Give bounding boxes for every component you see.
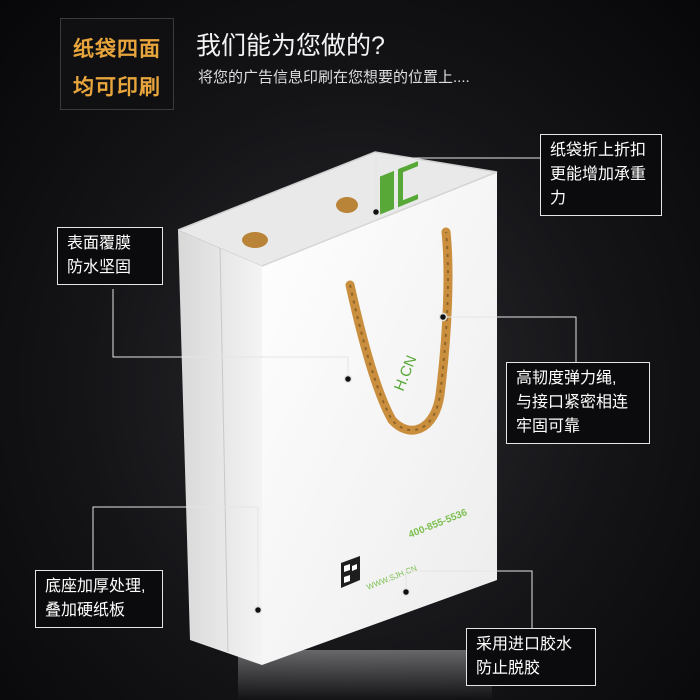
callout-connectors [92,157,577,628]
callout-dots [253,207,448,615]
headline: 我们能为您做的? [196,32,385,60]
bag-qr-code [341,556,360,588]
callout-rope-line: 与接口紧密相连 [516,394,629,411]
floor-reflection [238,650,492,700]
callout-glue-line: 采用进口胶水 [476,636,573,653]
callout-rope: 高韧度弹力绳, 与接口紧密相连 牢固可靠 [506,362,650,444]
bag-logo [380,161,418,215]
callout-film-line: 表面覆膜 [67,235,132,252]
callout-base-line: 叠加硬纸板 [45,602,126,619]
front-rope [345,227,453,435]
bag-front-panel [262,172,497,665]
callout-rope-line: 牢固可靠 [516,418,581,435]
subheadline: 将您的广告信息印刷在您想要的位置上.... [198,69,470,86]
callout-fold: 纸袋折上折扣 更能增加承重 力 [540,134,662,216]
bag-side-panel [178,230,262,665]
title-line-1: 纸袋四面 [73,38,161,61]
callout-fold-line: 纸袋折上折扣 [550,142,647,159]
callout-rope-line: 高韧度弹力绳, [516,370,617,387]
callout-film: 表面覆膜 防水坚固 [57,227,163,285]
callout-base-line: 底座加厚处理, [45,578,146,595]
callout-fold-line: 力 [550,190,567,207]
title-badge: 纸袋四面 均可印刷 [60,18,174,110]
callout-glue: 采用进口胶水 防止脱胶 [466,628,596,686]
back-rope [242,197,358,248]
callout-fold-line: 更能增加承重 [550,166,647,183]
callout-base: 底座加厚处理, 叠加硬纸板 [35,570,163,628]
title-line-2: 均可印刷 [73,76,161,99]
callout-glue-line: 防止脱胶 [476,660,541,677]
callout-film-line: 防水坚固 [67,259,132,276]
